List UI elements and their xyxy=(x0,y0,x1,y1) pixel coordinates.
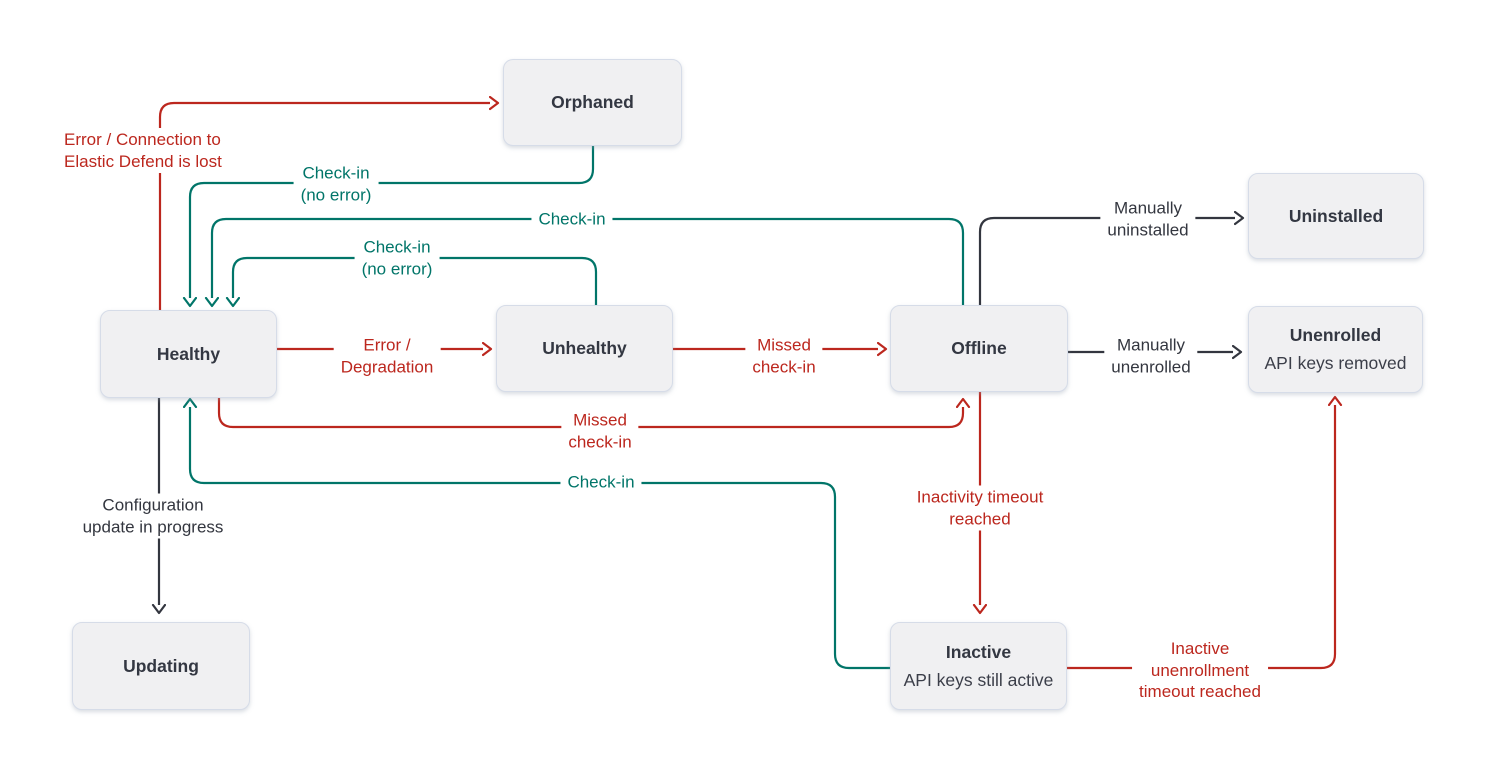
node-unhealthy-label: Unhealthy xyxy=(542,338,627,358)
node-orphaned-label: Orphaned xyxy=(551,92,634,112)
edge-orphaned-to-healthy xyxy=(190,145,595,298)
edge-label-unhealthy-offline: Missed check-in xyxy=(745,333,823,379)
node-updating-label: Updating xyxy=(123,655,199,676)
edge-label-inactive-healthy: Check-in xyxy=(560,470,642,494)
node-inactive: Inactive API keys still active xyxy=(890,622,1067,710)
edge-label-healthy-offline: Missed check-in xyxy=(561,408,639,454)
edge-healthy-to-orphaned xyxy=(158,103,490,310)
node-healthy-label: Healthy xyxy=(156,343,221,364)
edge-label-inactive-unenrolled: Inactive unenrollment timeout reached xyxy=(1132,636,1268,704)
node-unhealthy: Unhealthy xyxy=(496,305,673,392)
node-inactive-label: Inactive xyxy=(945,641,1012,662)
node-offline: Offline xyxy=(890,305,1068,392)
node-healthy: Healthy xyxy=(100,310,277,398)
node-inactive-sublabel: API keys still active xyxy=(903,669,1054,690)
edge-label-unhealthy-healthy: Check-in (no error) xyxy=(354,235,440,281)
node-offline-label: Offline xyxy=(951,338,1007,358)
edge-label-orphaned-healthy: Check-in (no error) xyxy=(293,161,379,207)
edge-offline-to-healthy xyxy=(212,217,965,305)
node-orphaned: Orphaned xyxy=(503,59,682,146)
edge-offline-to-uninstalled xyxy=(978,218,1235,305)
node-updating: Updating xyxy=(72,622,250,710)
edge-label-healthy-orphaned: Error / Connection to Elastic Defend is … xyxy=(64,128,230,173)
node-unenrolled-sublabel: API keys removed xyxy=(1264,353,1407,373)
edge-inactive-to-healthy xyxy=(190,407,890,670)
edge-label-offline-unenrolled: Manually unenrolled xyxy=(1104,333,1198,379)
edge-label-offline-uninstalled: Manually uninstalled xyxy=(1100,196,1196,242)
node-uninstalled: Uninstalled xyxy=(1248,173,1424,259)
node-uninstalled-label: Uninstalled xyxy=(1288,205,1384,226)
node-unenrolled: Unenrolled API keys removed xyxy=(1248,306,1423,393)
node-unenrolled-label: Unenrolled xyxy=(1289,325,1382,345)
edge-label-offline-inactive: Inactivity timeout reached xyxy=(909,485,1051,531)
edge-inactive-to-unenrolled xyxy=(1067,405,1335,670)
edge-label-healthy-unhealthy: Error / Degradation xyxy=(333,333,441,379)
edge-label-healthy-updating: Configuration update in progress xyxy=(75,493,231,539)
edge-label-offline-healthy: Check-in xyxy=(531,207,613,231)
